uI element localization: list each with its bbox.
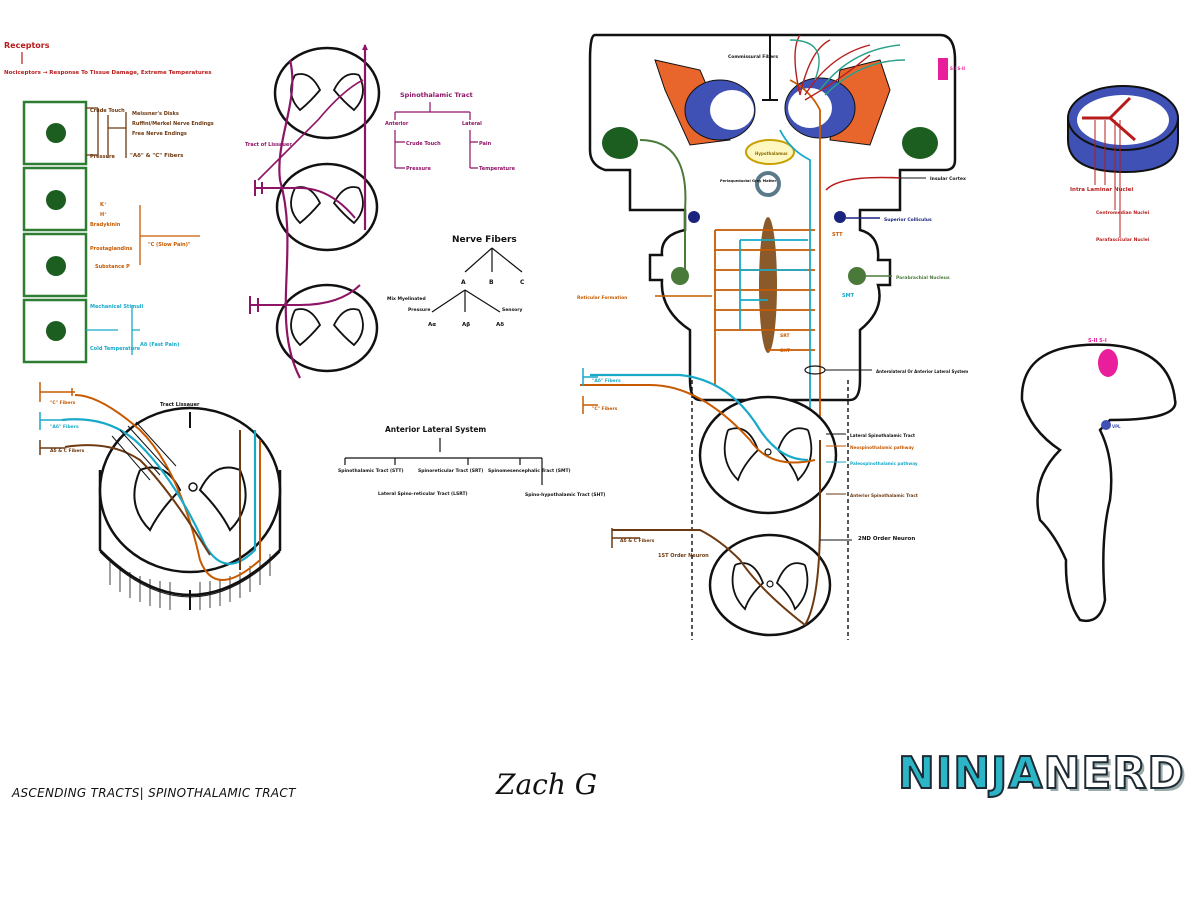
stt-lateral-0: Pain	[479, 141, 492, 147]
low-item-0: Mechanical Stimuli	[90, 304, 144, 310]
stt-anterior-0: Crude Touch	[406, 141, 441, 147]
hypothalamus-label: Hypothalamus	[755, 151, 788, 156]
s1s2-label-2: S-II S-I	[1088, 338, 1107, 344]
lissauer-track-label: Tract Lissauer	[160, 402, 200, 408]
sht-label: SHT	[780, 348, 791, 354]
stt-label: STT	[832, 232, 843, 238]
srt-label: SRT	[780, 333, 791, 339]
signature: Zach G	[496, 768, 598, 801]
adelta-fibers-label-1: "Aδ" Fibers	[50, 424, 79, 430]
nerve-fibers-title: Nerve Fibers	[452, 235, 517, 245]
receptors-title: Receptors	[4, 41, 50, 50]
commissural-label: Commissural Fibers	[728, 54, 778, 60]
lissauer-label: Tract of Lissauer	[245, 142, 292, 148]
brain-sagittal: S-II S-I VPL	[1020, 338, 1177, 623]
nociceptors-text: Nociceptors → Response To Tissue Damage,…	[4, 70, 212, 76]
anterolateral-tree: Anterior Lateral System Spinothalamic Tr…	[338, 425, 605, 498]
als-brainstem-label: Anterolateral Or Anterior Lateral System	[876, 369, 968, 374]
thalamus-nuclei: Intra Laminar Nuclei Centromedian Nuclei…	[1067, 85, 1179, 243]
leaf-adelta: Aδ	[496, 322, 504, 328]
spinothalamic-tree: Spinothalamic Tract Anterior Lateral Cru…	[385, 91, 516, 172]
stt-lateral-1: Temperature	[479, 166, 516, 172]
fiber-c: C	[520, 279, 525, 286]
als-item-0: Spinothalamic Tract (STT)	[338, 468, 404, 474]
low-item-1: Cold Temperature	[90, 346, 141, 352]
mid-item-0: K⁺	[100, 202, 107, 208]
stt-anterior-1: Pressure	[406, 166, 431, 172]
mid-item-3: Prostaglandins	[90, 246, 132, 252]
als-item-3: Spinomesencephalic Tract (SMT)	[488, 468, 571, 474]
top-fiber-2: Free Nerve Endings	[132, 131, 187, 137]
nf-sub-0: Pressure	[408, 307, 430, 313]
centromedian-label: Centromedian Nuclei	[1096, 210, 1150, 216]
leaf-abeta: Aβ	[462, 322, 470, 328]
top-group-1: Pressure	[90, 154, 115, 160]
paleo-stt-label: Paleospinothalamic pathway	[850, 461, 918, 466]
vpl-label: VPL	[1112, 424, 1121, 429]
c-slow-label: "C (Slow Pain)"	[148, 242, 191, 248]
spinal-cord-3d: Tract Lissauer "C" Fibers "Aδ" Fibers Aδ…	[39, 382, 282, 610]
logo-nerd: NERD	[1042, 747, 1185, 800]
spinal-cord-stack: Tract of Lissauer	[245, 44, 381, 379]
lateral-stt-label: Lateral Spinothalamic Tract	[850, 433, 915, 438]
top-fiber-1: Ruffini/Merkel Nerve Endings	[132, 121, 214, 127]
logo-ninja: NINJA	[897, 747, 1044, 800]
smt-label: SMT	[842, 293, 855, 299]
parafascicular-label: Parafascicular Nuclei	[1096, 237, 1150, 243]
neo-stt-label: Neospinothalamic pathway	[850, 445, 914, 450]
c-fibers-label-1: "C" Fibers	[50, 400, 76, 406]
parabrachial-label: Parabrachial Nucleus	[896, 275, 950, 281]
fiber-b: B	[489, 279, 494, 286]
top-group-0: Crude Touch	[90, 108, 125, 114]
s1s2-label-1: S-I S-II	[950, 66, 965, 71]
ninja-nerd-logo: NINJANERD	[897, 747, 1185, 800]
stt-tree-title: Spinothalamic Tract	[400, 91, 473, 99]
brainstem-diagram: Commissural Fibers Hypothalamus Periaque…	[577, 33, 968, 640]
mid-item-2: Bradykinin	[90, 222, 121, 228]
als-item-2: Spinoreticular Tract (SRT)	[418, 468, 483, 474]
footer-title: ASCENDING TRACTS| SPINOTHALAMIC TRACT	[12, 786, 296, 800]
first-order-label: 1ST Order Neuron	[658, 553, 709, 559]
leaf-aalpha: Aα	[428, 322, 436, 328]
als-title: Anterior Lateral System	[385, 425, 486, 434]
adelta-fibers-label-2: "Aδ" Fibers	[592, 378, 621, 384]
adelta-c-label-1: Aδ & C Fibers	[50, 448, 85, 454]
insular-label: Insular Cortex	[930, 176, 966, 182]
second-order-label: 2ND Order Neuron	[858, 536, 915, 542]
als-item-4: Spino-hypothalamic Tract (SHT)	[525, 492, 605, 498]
mid-item-4: Substance P	[95, 264, 130, 270]
adelta-fast-label: Aδ (Fast Pain)	[140, 342, 179, 348]
stt-branch-1: Lateral	[462, 121, 482, 127]
reticular-label: Reticular Formation	[577, 295, 627, 301]
nerve-fibers-tree: Nerve Fibers A B C Mix Myelinated Pressu…	[387, 235, 525, 328]
mid-item-1: H⁺	[100, 212, 107, 218]
c-fibers-label-2: "C" Fibers	[592, 406, 618, 412]
nf-sub-1: Sensory	[502, 307, 522, 313]
top-fiber-0: Meissner's Disks	[132, 111, 179, 117]
adelta-c-label-2: Aδ & C Fibers	[620, 538, 655, 544]
als-item-1: Lateral Spino-reticular Tract (LSRT)	[378, 491, 468, 497]
superior-colliculus-label: Superior Colliculus	[884, 217, 932, 223]
stt-branch-0: Anterior	[385, 121, 409, 127]
fiber-a: A	[461, 279, 466, 286]
mix-myelinated: Mix Myelinated	[387, 296, 426, 302]
pag-label: Periaqueductal Gray Matter	[720, 179, 776, 183]
anterior-stt-label: Anterior Spinothalamic Tract	[850, 493, 918, 498]
receptors-panel: Receptors Nociceptors → Response To Tiss…	[4, 41, 214, 364]
top-fibers-label: "Aδ" & "C" Fibers	[130, 153, 184, 159]
intralaminar-label: Intra Laminar Nuclei	[1070, 187, 1133, 193]
